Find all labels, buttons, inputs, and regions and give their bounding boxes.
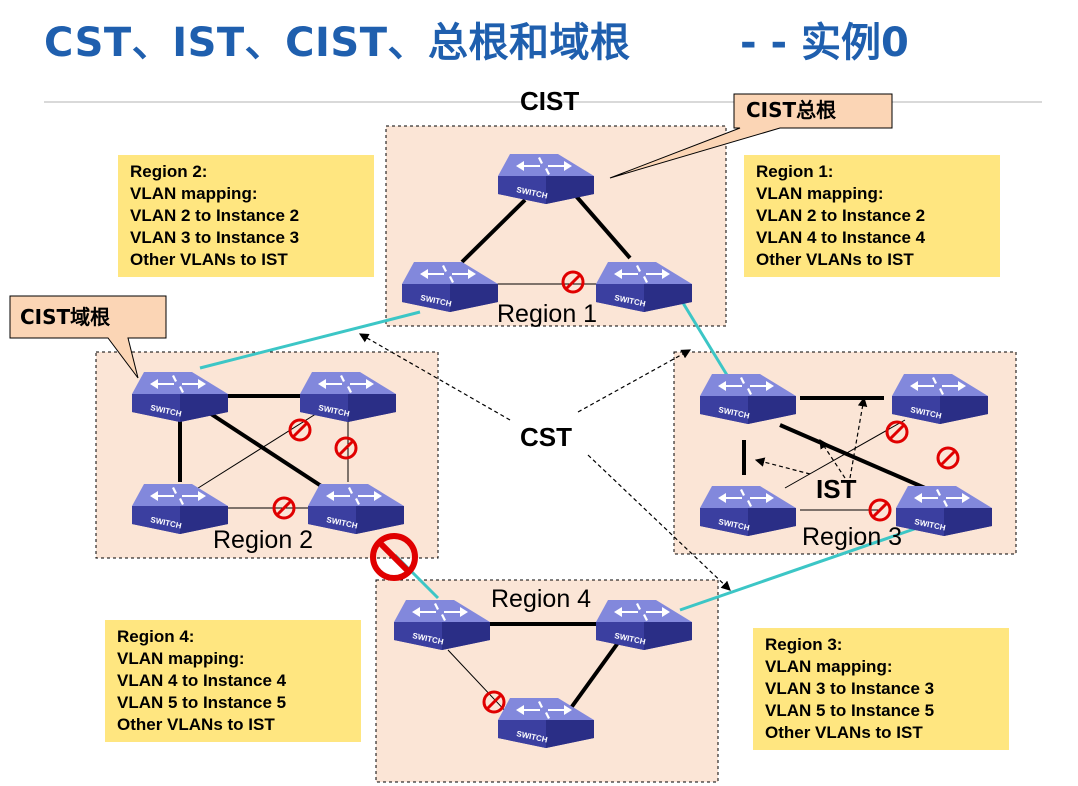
note-line: VLAN 3 to Instance 3 xyxy=(765,679,935,698)
cist-regional-root-label: CIST域根 xyxy=(20,305,110,329)
r2-link-cross xyxy=(194,404,331,491)
ist-arrow-2 xyxy=(819,438,846,479)
cist-regional-root-callout: CIST域根 xyxy=(9,295,167,379)
ist-arrow-1 xyxy=(754,457,811,475)
note-line: Other VLANs to IST xyxy=(117,715,275,734)
cst-link-r1-r3 xyxy=(678,297,732,381)
note-line: VLAN mapping: xyxy=(117,649,245,668)
r4-link-right xyxy=(566,638,622,714)
ist-label: IST xyxy=(816,474,857,504)
note-line: VLAN 5 to Instance 5 xyxy=(117,693,287,712)
cst-label: CST xyxy=(520,422,572,452)
note-line: VLAN 4 to Instance 4 xyxy=(117,671,287,690)
note-line: VLAN 4 to Instance 4 xyxy=(756,228,926,247)
note-line: Other VLANs to IST xyxy=(130,250,288,269)
note-line: Region 2: xyxy=(130,162,208,181)
region-1-label: Region 1 xyxy=(497,300,597,328)
note-line: VLAN 2 to Instance 2 xyxy=(756,206,926,225)
cst-arrow-r2-r1 xyxy=(358,333,511,421)
region-3-label: Region 3 xyxy=(802,523,902,551)
cist-label: CIST xyxy=(520,86,579,116)
page-title: CST、IST、CIST、总根和域根 xyxy=(44,20,631,66)
region-2-label: Region 2 xyxy=(213,526,313,554)
note-line: Region 3: xyxy=(765,635,843,654)
r1-link-top-left xyxy=(460,198,527,264)
note-line: Region 1: xyxy=(756,162,834,181)
note-line: Other VLANs to IST xyxy=(765,723,923,742)
cst-link-r3-r4 xyxy=(679,525,921,612)
region-1-note: Region 1: VLAN mapping: VLAN 2 to Instan… xyxy=(744,155,1000,277)
cist-root-callout: CIST总根 xyxy=(609,93,893,179)
r3-link-diag xyxy=(779,423,926,490)
cst-arrow-r4-r1 xyxy=(587,454,731,591)
cist-root-label: CIST总根 xyxy=(746,98,836,122)
note-line: VLAN mapping: xyxy=(756,184,884,203)
note-line: VLAN 3 to Instance 3 xyxy=(130,228,300,247)
region-3-note: Region 3: VLAN mapping: VLAN 3 to Instan… xyxy=(753,628,1009,750)
note-line: Region 4: xyxy=(117,627,195,646)
r1-link-top-right xyxy=(574,194,632,260)
large-blocked-port-icon xyxy=(370,533,418,581)
note-line: VLAN 2 to Instance 2 xyxy=(130,206,300,225)
region-4-note: Region 4: VLAN mapping: VLAN 4 to Instan… xyxy=(105,620,361,742)
note-line: VLAN 5 to Instance 5 xyxy=(765,701,935,720)
page-subtitle: - - 实例0 xyxy=(740,20,909,66)
cst-link-r2-r1 xyxy=(199,310,421,370)
r4-link-left xyxy=(447,649,511,717)
region-4-label: Region 4 xyxy=(491,585,591,613)
region-2-note: Region 2: VLAN mapping: VLAN 2 to Instan… xyxy=(118,155,374,277)
cst-arrow-r3-r1 xyxy=(577,349,692,413)
note-line: Other VLANs to IST xyxy=(756,250,914,269)
r3-link-cross xyxy=(784,419,906,489)
note-line: VLAN mapping: xyxy=(130,184,258,203)
r2-link-diag xyxy=(206,410,337,497)
note-line: VLAN mapping: xyxy=(765,657,893,676)
title-divider xyxy=(44,101,1042,103)
